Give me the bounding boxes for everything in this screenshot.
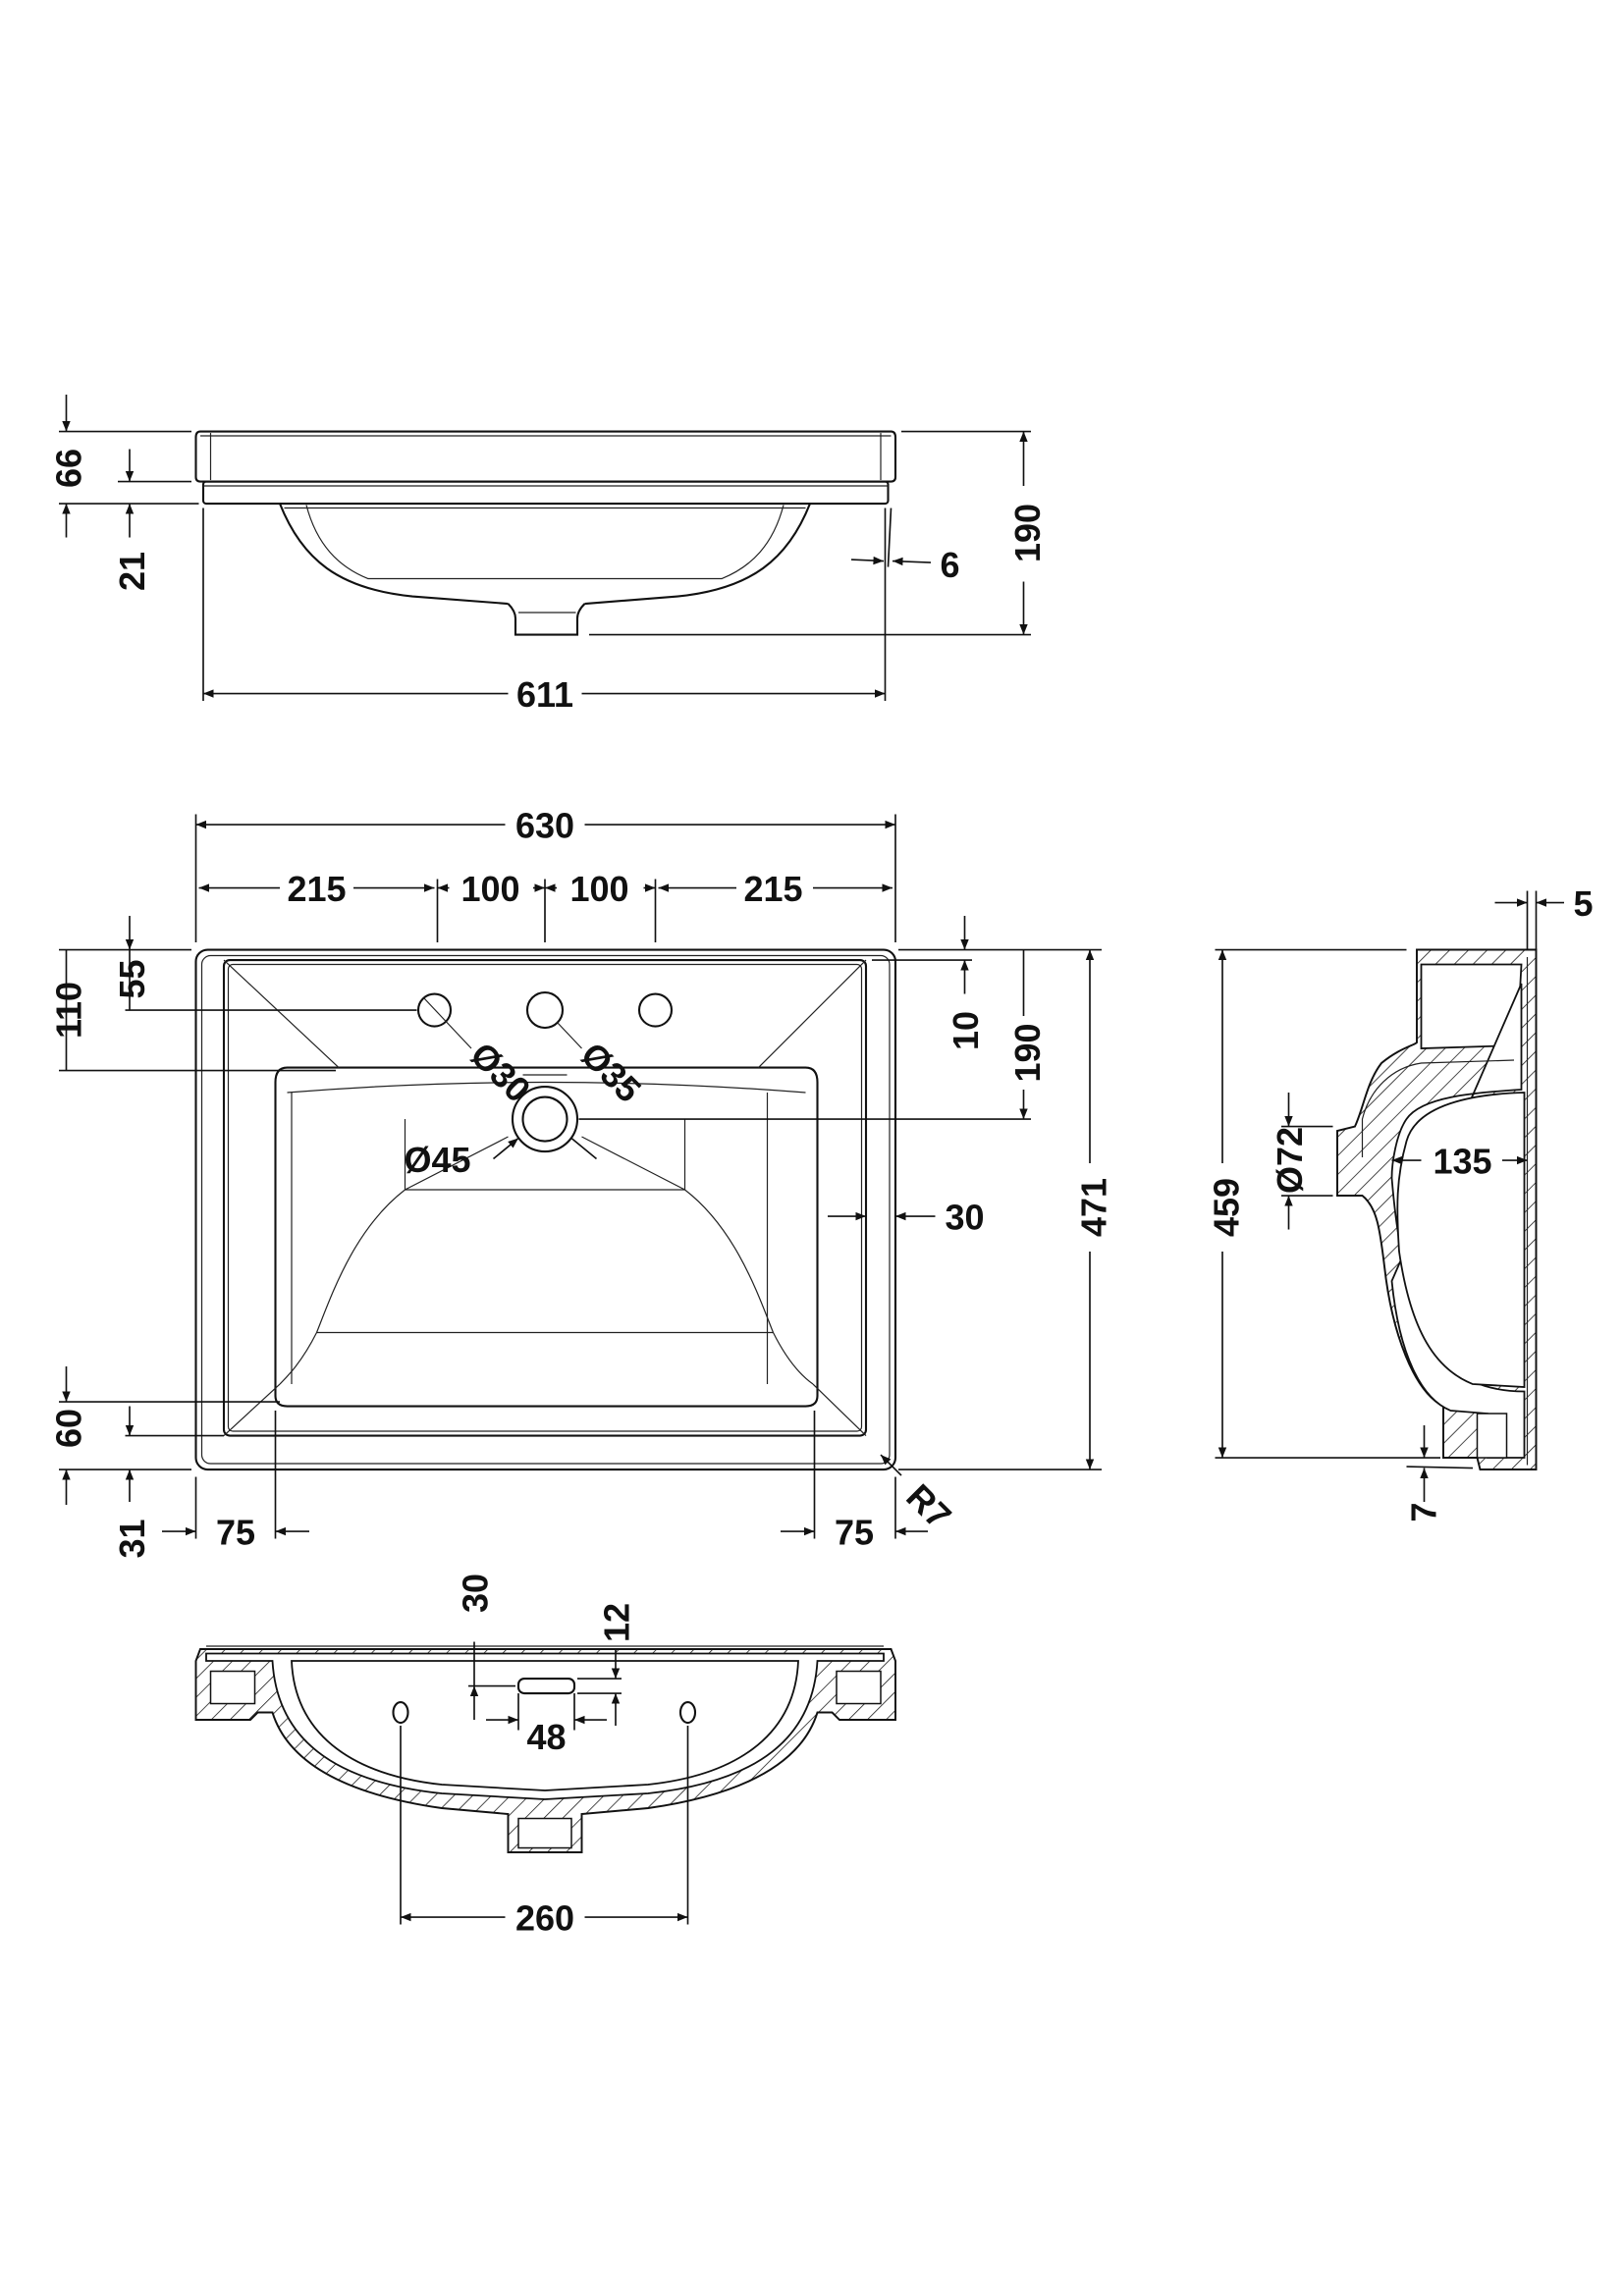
basin-outline xyxy=(194,948,897,1471)
dim-75-left: 75 xyxy=(216,1513,255,1553)
tap-hole-left xyxy=(416,992,453,1028)
dim-190-plan: 190 xyxy=(1007,1023,1048,1082)
dim-r7: R7 xyxy=(898,1476,959,1537)
dim-tap-hole-dia: Ø30 xyxy=(462,1035,538,1110)
tap-hole-centre xyxy=(525,990,565,1030)
front-elevation-view: 66 21 611 6 190 xyxy=(49,395,1048,715)
bowl-outline xyxy=(279,503,811,606)
bowl-outline xyxy=(274,1066,819,1408)
waste-outlet xyxy=(511,1085,579,1153)
dim-135: 135 xyxy=(1433,1142,1491,1182)
rim-outline xyxy=(194,430,897,483)
dim-75-right: 75 xyxy=(835,1513,874,1553)
dim-30-overflow: 30 xyxy=(456,1574,496,1613)
dim-110: 110 xyxy=(49,982,89,1039)
dim-waste-dia: Ø45 xyxy=(404,1140,470,1180)
dim-100-left: 100 xyxy=(460,869,519,909)
dim-48: 48 xyxy=(526,1717,566,1757)
dim-55: 55 xyxy=(112,960,152,999)
lower-band xyxy=(201,480,890,506)
rear-section-view: 30 12 48 260 xyxy=(194,1574,896,1939)
dim-459: 459 xyxy=(1207,1178,1247,1237)
dim-10: 10 xyxy=(946,1011,986,1050)
dim-630: 630 xyxy=(515,806,574,846)
dim-100-right: 100 xyxy=(569,869,628,909)
inner-rim xyxy=(222,958,868,1437)
plan-view: 630 215 100 100 215 110 55 Ø30 Ø35 Ø45 xyxy=(49,806,1114,1559)
dim-30-side-rim: 30 xyxy=(945,1198,984,1238)
dim-6: 6 xyxy=(940,545,959,585)
dim-215-left: 215 xyxy=(287,869,346,909)
dim-centre-tap-hole-dia: Ø35 xyxy=(573,1035,649,1110)
dim-overflow-dia: Ø72 xyxy=(1270,1127,1310,1194)
dim-471: 471 xyxy=(1074,1178,1114,1237)
side-section-view: 5 Ø72 135 459 7 xyxy=(1207,883,1594,1522)
dim-7: 7 xyxy=(1404,1503,1444,1522)
dim-611: 611 xyxy=(516,674,573,715)
dim-60: 60 xyxy=(49,1409,89,1448)
tap-hole-right xyxy=(637,992,674,1028)
fixing-hole-right xyxy=(678,1700,697,1725)
dim-5: 5 xyxy=(1573,883,1593,924)
dim-12: 12 xyxy=(597,1603,637,1642)
dim-215-right: 215 xyxy=(743,869,802,909)
waste-spigot xyxy=(507,603,586,636)
dim-21: 21 xyxy=(112,552,152,591)
dim-31: 31 xyxy=(112,1520,152,1559)
fixing-hole-left xyxy=(392,1700,409,1725)
dim-260: 260 xyxy=(515,1898,574,1939)
overflow-slot xyxy=(516,1677,576,1695)
dim-190-front: 190 xyxy=(1007,504,1048,562)
dim-66: 66 xyxy=(49,449,89,488)
